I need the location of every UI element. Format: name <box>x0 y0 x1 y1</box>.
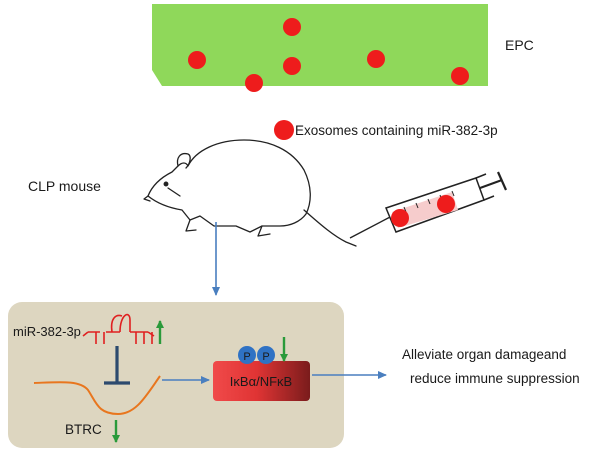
syringe <box>349 171 508 239</box>
clp-mouse-label: CLP mouse <box>28 178 101 194</box>
syringe-exosome <box>437 195 455 213</box>
exosome-dot <box>188 51 206 69</box>
exosome-dot <box>283 57 301 75</box>
phospho-badge <box>238 346 256 364</box>
btrc-mrna-curve <box>33 375 161 416</box>
exosome-dots <box>188 18 469 92</box>
mirna-hairpin <box>82 313 155 344</box>
ikba-nfkb-complex <box>213 361 310 401</box>
exosome-dot <box>283 18 301 36</box>
exosome-dot <box>451 67 469 85</box>
exosome-dot <box>245 74 263 92</box>
outcome-line-2: reduce immune suppression <box>410 371 580 386</box>
mechanism-panel <box>8 302 344 448</box>
complex-label: IκBα/NFκB <box>230 374 292 389</box>
exosome-legend-dot <box>274 120 294 140</box>
btrc-label: BTRC <box>65 422 102 437</box>
exosome-legend-label: Exosomes containing miR-382-3p <box>295 123 498 138</box>
syringe-exosome <box>391 209 409 227</box>
exosome-dot <box>367 50 385 68</box>
phospho-label: P <box>243 351 250 363</box>
inhibition-bar <box>104 346 130 385</box>
outcome-line-1: Alleviate organ damageand <box>402 347 566 362</box>
epc-layer <box>152 4 488 86</box>
phospho-label: P <box>262 351 269 363</box>
phospho-badge <box>257 346 275 364</box>
mirna-label: miR-382-3p <box>13 324 81 339</box>
mouse-drawing <box>143 139 357 247</box>
epc-label: EPC <box>505 37 534 53</box>
